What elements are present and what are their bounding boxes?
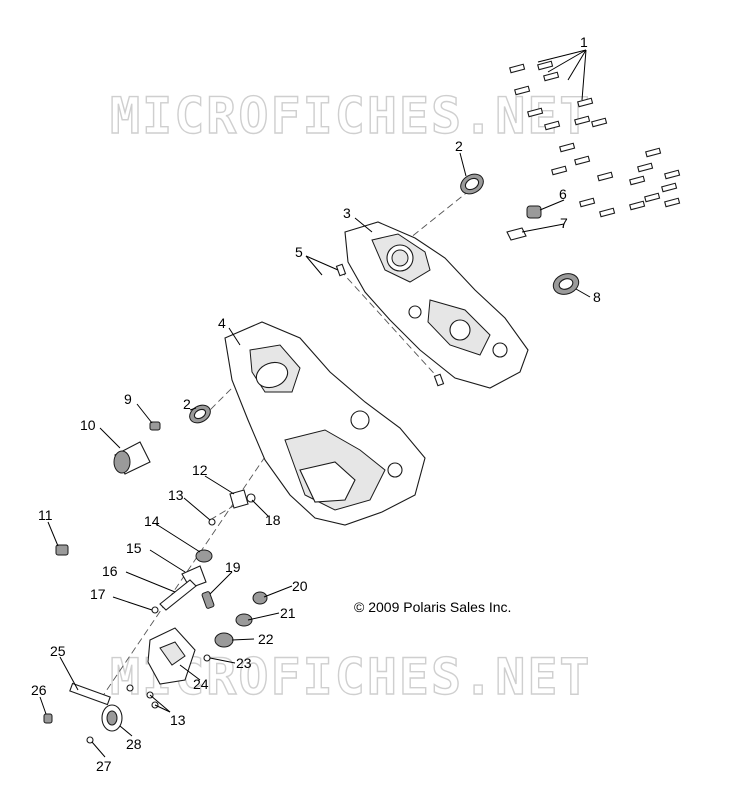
callout-4: 4 xyxy=(218,315,226,331)
bearing-right xyxy=(552,273,580,295)
callout-28: 28 xyxy=(126,736,142,752)
left-side-parts xyxy=(113,404,211,475)
crankcase-left xyxy=(224,321,426,526)
callout-22: 22 xyxy=(258,631,274,647)
callout-1: 1 xyxy=(580,34,588,50)
callout-19: 19 xyxy=(225,559,241,575)
watermark-top: MICROFICHES.NET xyxy=(110,87,592,145)
callout-7: 7 xyxy=(560,215,568,231)
copyright-notice: © 2009 Polaris Sales Inc. xyxy=(354,599,511,615)
callout-16: 16 xyxy=(102,563,118,579)
callout-2b: 2 xyxy=(183,396,191,412)
callout-6: 6 xyxy=(559,186,567,202)
callout-24: 24 xyxy=(193,676,209,692)
crankcase-right xyxy=(344,221,529,389)
callout-labels: 1 2 3 4 5 6 7 8 9 10 2 11 12 13 18 14 15… xyxy=(31,34,601,774)
callout-20: 20 xyxy=(292,578,308,594)
callout-3: 3 xyxy=(343,205,351,221)
callout-10: 10 xyxy=(80,417,96,433)
callout-26: 26 xyxy=(31,682,47,698)
callout-9: 9 xyxy=(124,391,132,407)
callout-21: 21 xyxy=(280,605,296,621)
callout-15: 15 xyxy=(126,540,142,556)
callout-14: 14 xyxy=(144,513,160,529)
callout-2a: 2 xyxy=(455,138,463,154)
bolt-cluster xyxy=(509,60,681,218)
callout-23: 23 xyxy=(236,655,252,671)
callout-5: 5 xyxy=(295,244,303,260)
dowel-pins xyxy=(335,263,445,387)
callout-27: 27 xyxy=(96,758,112,774)
assembly-lines xyxy=(99,189,471,701)
plug-and-fitting xyxy=(506,205,542,241)
callout-12: 12 xyxy=(192,462,208,478)
pump-parts xyxy=(43,489,268,744)
callout-11: 11 xyxy=(38,507,53,523)
callout-25: 25 xyxy=(50,643,66,659)
leader-lines xyxy=(39,49,591,758)
callout-18: 18 xyxy=(265,512,281,528)
callout-13a: 13 xyxy=(168,487,184,503)
seal-top xyxy=(460,173,484,195)
callout-8: 8 xyxy=(593,289,601,305)
callout-17: 17 xyxy=(90,586,106,602)
callout-13b: 13 xyxy=(170,712,186,728)
